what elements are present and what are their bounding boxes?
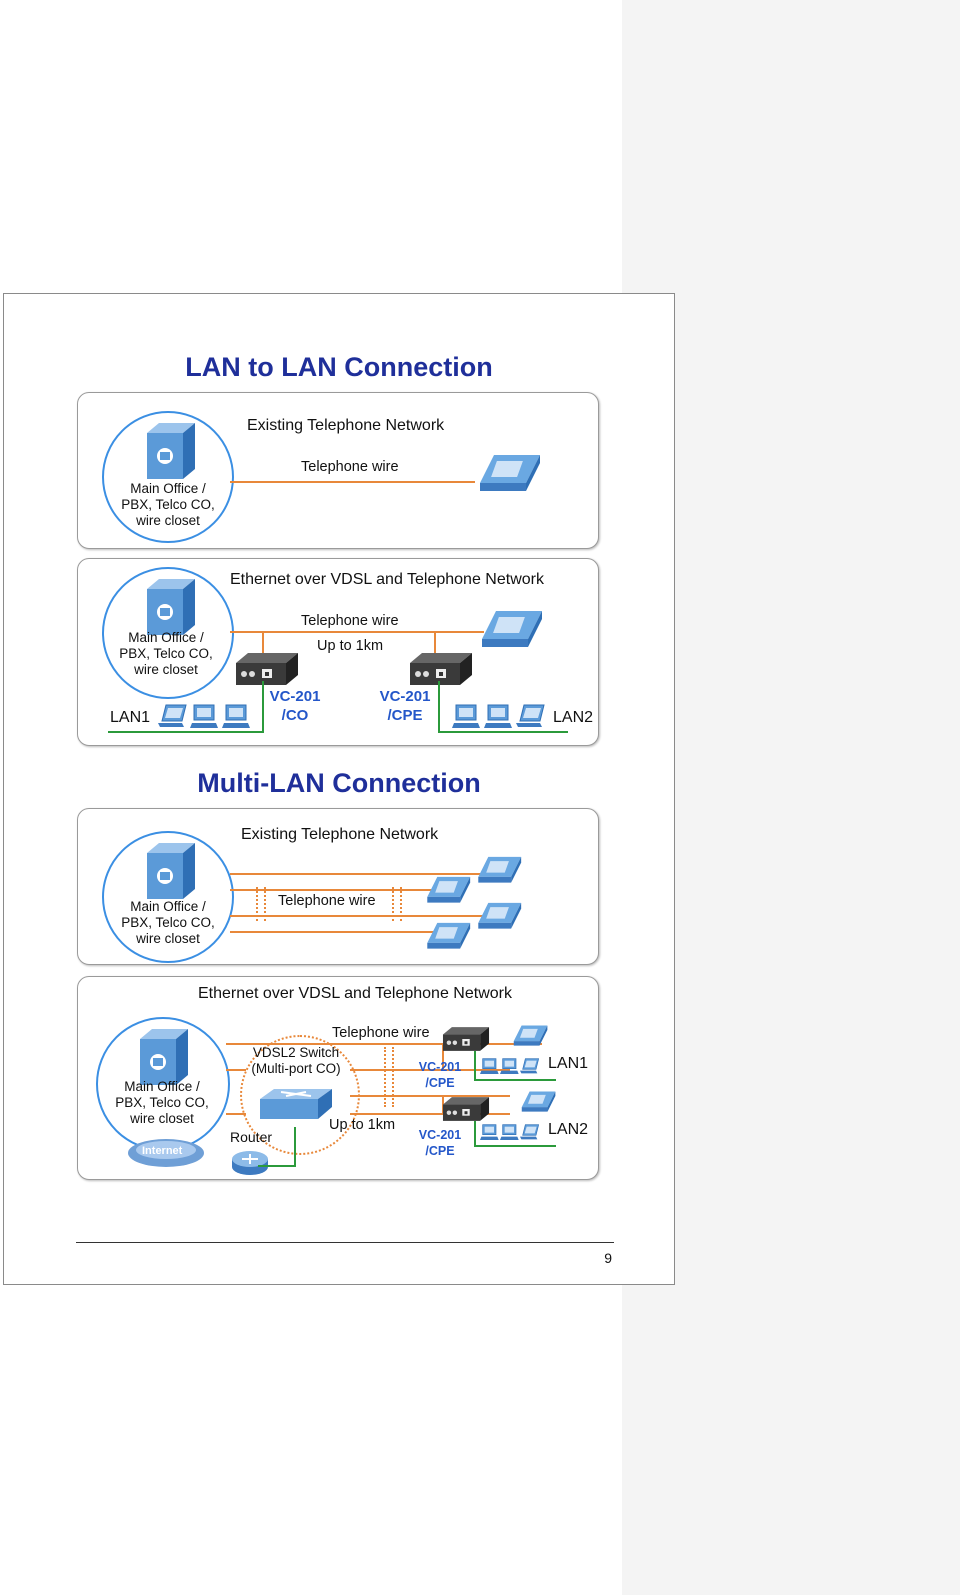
footer-divider: [76, 1242, 614, 1243]
telephone-wire-label: Telephone wire: [278, 893, 376, 909]
lan2-label: LAN2: [548, 1121, 589, 1138]
telephone-wire-line: [230, 915, 492, 917]
telephone-wire-line: [226, 1069, 246, 1071]
telephone-icon: [476, 603, 546, 653]
vdsl2-switch-icon: [256, 1087, 336, 1123]
device-label-cpe: VC-201 /CPE: [379, 688, 431, 724]
document-page: LAN to LAN Connection Existing Telephone…: [3, 293, 675, 1285]
panel-existing-telephone-network: Existing Telephone Network Telephone wir…: [77, 808, 599, 965]
page-number: 9: [604, 1250, 612, 1266]
panel-heading: Ethernet over VDSL and Telephone Network: [198, 985, 512, 1002]
telephone-wire-line: [442, 1095, 444, 1113]
telephone-wire-line: [262, 631, 434, 633]
vdsl-converter-cpe-icon: [406, 651, 476, 687]
computer-icon: [480, 1123, 500, 1141]
section-title-multi-lan: Multi-LAN Connection: [197, 768, 481, 798]
telephone-wire-line: [350, 1113, 510, 1115]
dotted-separator: [256, 887, 266, 921]
panel-heading: Ethernet over VDSL and Telephone Network: [230, 571, 544, 588]
internet-cloud-icon: [128, 1139, 204, 1167]
lan-cable-line: [474, 1145, 556, 1147]
computer-icon: [190, 703, 220, 729]
laptop-icon: [520, 1057, 540, 1075]
telephone-wire-line: [226, 1043, 542, 1045]
laptop-icon: [158, 703, 188, 729]
laptop-icon: [520, 1123, 540, 1141]
telephone-wire-line: [442, 1043, 444, 1069]
telephone-wire-line: [434, 631, 484, 633]
telephone-icon: [474, 447, 544, 497]
telephone-icon: [423, 871, 473, 907]
computer-icon: [500, 1057, 520, 1075]
telephone-wire-line: [230, 889, 440, 891]
computer-icon: [222, 703, 252, 729]
router-label: Router: [230, 1129, 273, 1145]
vdsl-converter-cpe-icon: [440, 1025, 492, 1053]
computer-icon: [484, 703, 514, 729]
panel-heading: Existing Telephone Network: [241, 826, 439, 843]
lan-cable-line: [474, 1079, 556, 1081]
panel-heading: Existing Telephone Network: [247, 417, 445, 434]
telephone-wire-line: [350, 1069, 510, 1071]
telephone-icon: [474, 851, 524, 887]
main-office-label: Main Office / PBX, Telco CO, wire closet: [121, 481, 215, 528]
telephone-wire-line: [434, 631, 436, 653]
telephone-wire-line: [350, 1095, 510, 1097]
lan-cable-line: [262, 681, 264, 733]
device-label-cpe-1: VC-201 /CPE: [418, 1060, 462, 1090]
telephone-wire-line: [230, 481, 475, 483]
lan1-label: LAN1: [110, 709, 151, 726]
distance-label: Up to 1km: [329, 1117, 396, 1133]
vdsl-converter-cpe-icon: [440, 1095, 492, 1123]
lan-cable-line: [108, 731, 264, 733]
distance-label: Up to 1km: [317, 638, 384, 654]
main-office-label: Main Office / PBX, Telco CO, wire closet: [115, 1079, 209, 1126]
telephone-icon: [423, 917, 473, 953]
lan-cable-line: [438, 681, 440, 733]
telephone-wire-line: [230, 873, 492, 875]
uplink-cable-line: [294, 1127, 296, 1167]
dotted-separator: [392, 887, 402, 921]
device-label-cpe-2: VC-201 /CPE: [418, 1128, 462, 1158]
main-office-label: Main Office / PBX, Telco CO, wire closet: [121, 899, 215, 946]
lan-cable-line: [474, 1051, 476, 1081]
panel-ethernet-over-vdsl: Ethernet over VDSL and Telephone Network…: [77, 558, 599, 746]
computer-icon: [480, 1057, 500, 1075]
section-title-lan-to-lan: LAN to LAN Connection: [185, 352, 493, 382]
panel-existing-telephone-network: Existing Telephone Network Telephone wir…: [77, 392, 599, 549]
computer-icon: [500, 1123, 520, 1141]
telephone-wire-line: [230, 631, 262, 633]
internet-label: Internet: [142, 1145, 183, 1157]
vdsl-converter-co-icon: [232, 651, 302, 687]
page-gutter: [622, 0, 960, 1595]
telephone-wire-label: Telephone wire: [332, 1025, 430, 1041]
telephone-wire-line: [262, 631, 264, 653]
dotted-separator: [384, 1047, 394, 1107]
lan2-label: LAN2: [553, 709, 594, 726]
panel-ethernet-over-vdsl-multi: Ethernet over VDSL and Telephone Network…: [77, 976, 599, 1180]
device-label-co: VC-201 /CO: [269, 688, 321, 724]
telephone-wire-label: Telephone wire: [301, 613, 399, 629]
telephone-wire-label: Telephone wire: [301, 459, 399, 475]
office-building-icon: [133, 419, 203, 489]
main-office-label: Main Office / PBX, Telco CO, wire closet: [119, 630, 213, 677]
telephone-wire-line: [226, 1113, 246, 1115]
lan1-label: LAN1: [548, 1055, 589, 1072]
computer-icon: [452, 703, 482, 729]
telephone-wire-line: [230, 931, 440, 933]
telephone-icon: [474, 897, 524, 933]
lan-cable-line: [438, 731, 568, 733]
vdsl2-switch-label: VDSL2 Switch (Multi-port CO): [251, 1045, 341, 1076]
telephone-icon: [518, 1087, 558, 1115]
router-icon: [230, 1147, 270, 1177]
telephone-icon: [510, 1021, 550, 1049]
laptop-icon: [516, 703, 546, 729]
lan-cable-line: [474, 1121, 476, 1147]
uplink-cable-line: [258, 1165, 296, 1167]
